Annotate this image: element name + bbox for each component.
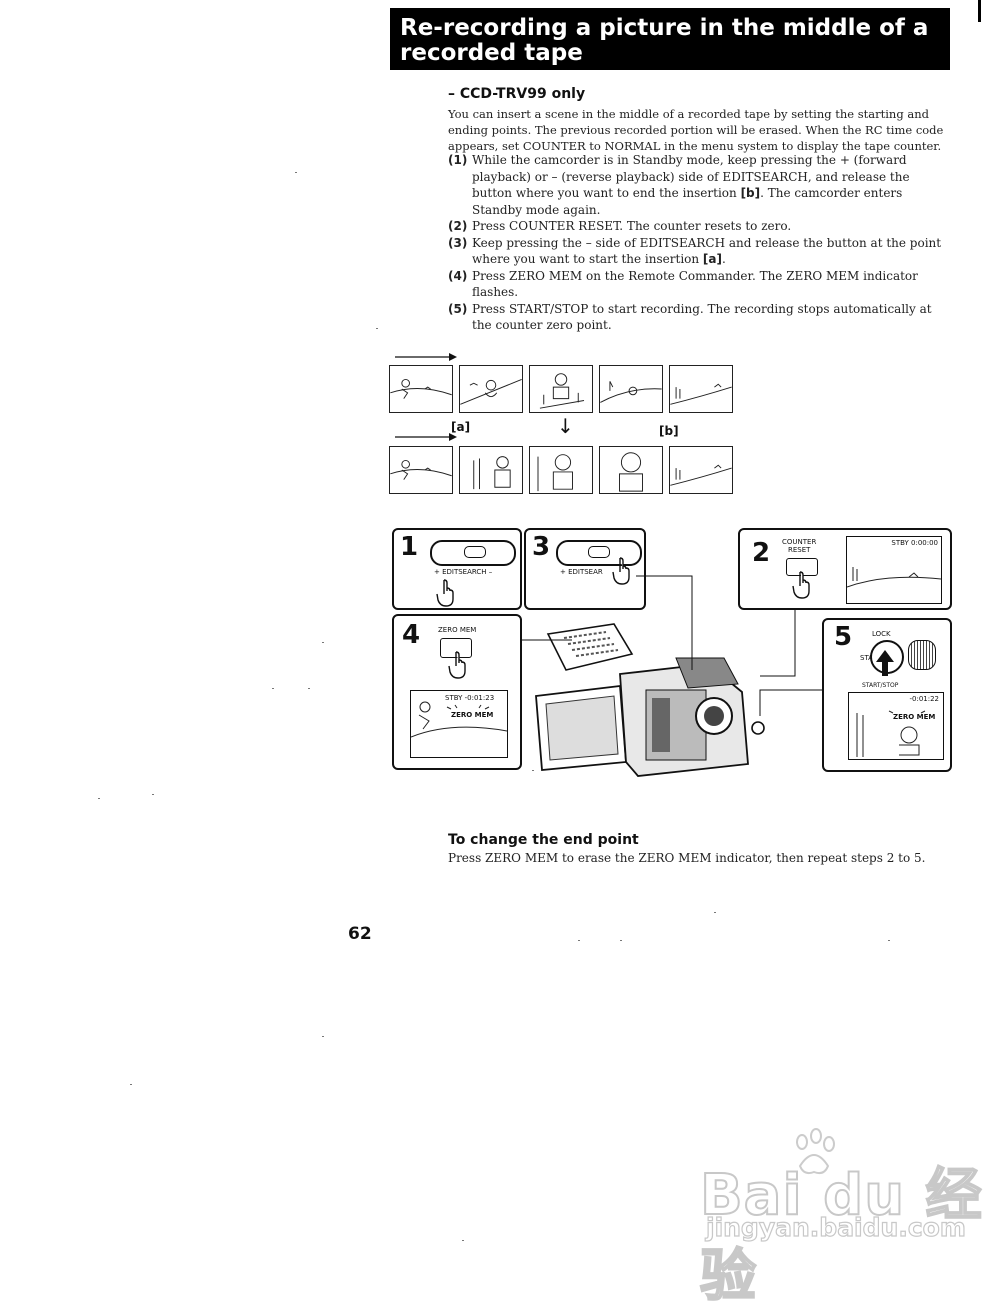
frame-bottom-2 bbox=[459, 446, 523, 494]
viewfinder-screen: STBY -0:01:23 ZERO MEM bbox=[410, 690, 508, 758]
zero-mem-indicator: ZERO MEM bbox=[893, 713, 936, 721]
step-text: Press COUNTER RESET. The counter resets … bbox=[472, 219, 792, 233]
step-number: (4) bbox=[448, 268, 468, 283]
skier-scene-image bbox=[411, 701, 507, 738]
label-b: [b] bbox=[659, 424, 679, 438]
step-1: (1) While the camcorder is in Standby mod… bbox=[448, 152, 953, 218]
panel-number: 4 bbox=[402, 620, 421, 650]
screen-counter: -0:01:22 bbox=[909, 695, 939, 703]
tape-direction-arrow-bottom bbox=[395, 433, 457, 441]
panel-step-1: 1 + EDITSEARCH – bbox=[392, 528, 522, 610]
step-text: Press ZERO MEM on the Remote Commander. … bbox=[472, 268, 918, 300]
panel-step-3: 3 + EDITSEAR bbox=[524, 528, 646, 610]
step-text-end: . bbox=[722, 252, 726, 266]
panel-step-4: 4 ZERO MEM STBY -0:01:23 ZERO MEM bbox=[392, 614, 522, 770]
end-point-heading: To change the end point bbox=[448, 832, 639, 848]
step-mark: [a] bbox=[702, 252, 722, 266]
editsearch-button[interactable] bbox=[556, 540, 642, 566]
counter-label-line1: COUNTER bbox=[782, 538, 817, 546]
watermark-url: jingyan.baidu.com bbox=[705, 1212, 966, 1242]
down-arrow-icon: ↓ bbox=[557, 414, 574, 438]
panel-number: 1 bbox=[400, 532, 419, 562]
ski-scene-image bbox=[847, 567, 941, 588]
tape-direction-arrow-top bbox=[395, 353, 457, 361]
power-switch[interactable] bbox=[908, 640, 936, 670]
editsearch-button[interactable] bbox=[430, 540, 516, 566]
start-stop-label: START/STOP bbox=[862, 682, 899, 689]
zero-mem-indicator: ZERO MEM bbox=[451, 711, 494, 719]
pressing-hand-icon bbox=[612, 557, 630, 585]
ski-scene-image bbox=[856, 710, 926, 757]
model-subheading: – CCD-TRV99 only bbox=[448, 86, 586, 102]
editsearch-caption: + EDITSEARCH – bbox=[434, 568, 493, 576]
step-text: While the camcorder is in Standby mode, … bbox=[472, 153, 910, 200]
arrow-up-icon bbox=[876, 650, 894, 676]
step-2: (2) Press COUNTER RESET. The counter rese… bbox=[448, 218, 953, 235]
pressing-hand-icon bbox=[448, 651, 466, 679]
lock-label: LOCK bbox=[872, 630, 891, 638]
title-line-1: Re-recording a picture in the middle of … bbox=[400, 15, 929, 41]
intro-paragraph: You can insert a scene in the middle of … bbox=[448, 107, 944, 153]
end-point-body: Press ZERO MEM to erase the ZERO MEM ind… bbox=[448, 851, 926, 865]
editsearch-button-center bbox=[588, 546, 610, 558]
zero-mem-label: ZERO MEM bbox=[438, 626, 477, 634]
panel-number: 2 bbox=[752, 538, 771, 568]
section-title: Re-recording a picture in the middle of … bbox=[390, 8, 950, 70]
step-number: (5) bbox=[448, 301, 468, 316]
frame-top-2 bbox=[459, 365, 523, 413]
step-3: (3) Keep pressing the – side of EDITSEARC… bbox=[448, 235, 953, 268]
frame-bottom-1 bbox=[389, 446, 453, 494]
panel-number: 3 bbox=[532, 532, 551, 562]
step-text: Keep pressing the – side of EDITSEARCH a… bbox=[472, 235, 942, 267]
frame-top-4 bbox=[599, 365, 663, 413]
editsearch-button-center bbox=[464, 546, 486, 558]
frame-bottom-3 bbox=[529, 446, 593, 494]
label-a: [a] bbox=[451, 420, 471, 434]
panel-step-2: 2 COUNTER RESET STBY 0:00:00 bbox=[738, 528, 952, 610]
pressing-hand-icon bbox=[436, 579, 454, 607]
viewfinder-screen: STBY 0:00:00 bbox=[846, 536, 942, 604]
camcorder-illustration bbox=[528, 616, 778, 780]
paw-logo-icon bbox=[796, 1128, 835, 1175]
step-number: (1) bbox=[448, 153, 468, 167]
remote-commander-icon bbox=[546, 623, 634, 671]
step-list: (1) While the camcorder is in Standby mod… bbox=[448, 152, 953, 334]
page-number: 62 bbox=[348, 924, 372, 944]
step-mark: [b] bbox=[740, 186, 761, 200]
step-text: Press START/STOP to start recording. The… bbox=[472, 301, 932, 333]
panel-number: 5 bbox=[834, 622, 853, 652]
screen-counter: STBY 0:00:00 bbox=[891, 539, 938, 547]
frame-top-1 bbox=[389, 365, 453, 413]
editsearch-caption: + EDITSEAR bbox=[560, 568, 603, 576]
viewfinder-screen: -0:01:22 ZERO MEM bbox=[848, 692, 944, 760]
frame-top-5 bbox=[669, 365, 733, 413]
counter-label-line2: RESET bbox=[788, 546, 811, 554]
frame-bottom-5 bbox=[669, 446, 733, 494]
step-5: (5) Press START/STOP to start recording. … bbox=[448, 301, 953, 334]
step-number: (3) bbox=[448, 235, 468, 250]
frame-top-3 bbox=[529, 365, 593, 413]
title-line-2: recorded tape bbox=[400, 40, 583, 66]
camcorder-icon bbox=[535, 657, 765, 777]
step-number: (2) bbox=[448, 219, 468, 233]
pressing-hand-icon bbox=[792, 571, 810, 599]
step-text-end: . The camcorder enters Standby mode agai… bbox=[472, 186, 903, 217]
step-4: (4) Press ZERO MEM on the Remote Commande… bbox=[448, 268, 953, 301]
corner-tab-mark bbox=[978, 0, 981, 22]
frame-bottom-4 bbox=[599, 446, 663, 494]
tape-frame-diagram: [a] ↓ [b] bbox=[385, 352, 745, 502]
screen-counter: STBY -0:01:23 bbox=[445, 694, 495, 702]
panel-step-5: 5 LOCK STANDBY START/STOP -0:01:22 ZERO … bbox=[822, 618, 952, 772]
